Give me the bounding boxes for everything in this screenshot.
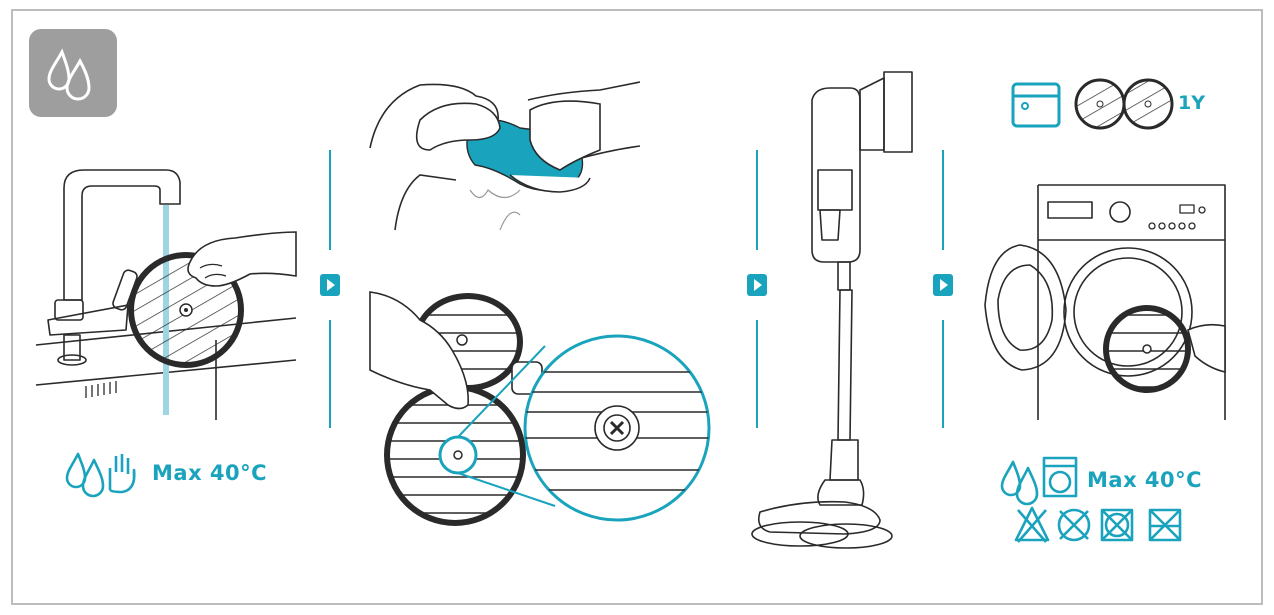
hand bbox=[529, 100, 601, 171]
drop-icon bbox=[81, 458, 105, 498]
step-separators bbox=[329, 150, 944, 428]
step-arrows bbox=[320, 274, 953, 296]
replacement-period-label: 1Y bbox=[1178, 92, 1205, 114]
pads-storage-row bbox=[1011, 78, 1174, 130]
drop-icon bbox=[65, 57, 91, 101]
reattach-illustration bbox=[369, 291, 711, 526]
machine-wash-icon bbox=[1042, 456, 1078, 498]
machine-wash-temperature-label: Max 40°C bbox=[1087, 468, 1203, 492]
rinse-temperature-label: Max 40°C bbox=[152, 461, 268, 485]
drop-icon bbox=[65, 452, 87, 489]
rinse-care-icons bbox=[65, 452, 136, 498]
screw-icon bbox=[609, 420, 625, 436]
machine-care-icons bbox=[1000, 456, 1182, 543]
water-badge bbox=[29, 29, 117, 117]
drop-icon bbox=[1015, 466, 1039, 506]
no-iron-icon bbox=[1148, 508, 1182, 542]
drop-icon bbox=[47, 48, 71, 91]
hand bbox=[415, 102, 501, 151]
pad-in-drum bbox=[1103, 305, 1226, 393]
hand-wash-icon bbox=[108, 454, 136, 494]
frame-border bbox=[11, 9, 1263, 605]
drop-icon bbox=[1000, 460, 1022, 497]
washing-machine-illustration bbox=[984, 184, 1226, 420]
hand bbox=[187, 231, 297, 287]
no-bleach-icon bbox=[1014, 506, 1050, 543]
vacuum-illustration bbox=[751, 71, 913, 549]
no-tumble-dry-icon bbox=[1100, 508, 1134, 542]
hand bbox=[1187, 323, 1226, 374]
no-dry-clean-icon bbox=[1057, 508, 1091, 542]
hand bbox=[369, 291, 469, 410]
storage-box-icon bbox=[1011, 82, 1061, 128]
